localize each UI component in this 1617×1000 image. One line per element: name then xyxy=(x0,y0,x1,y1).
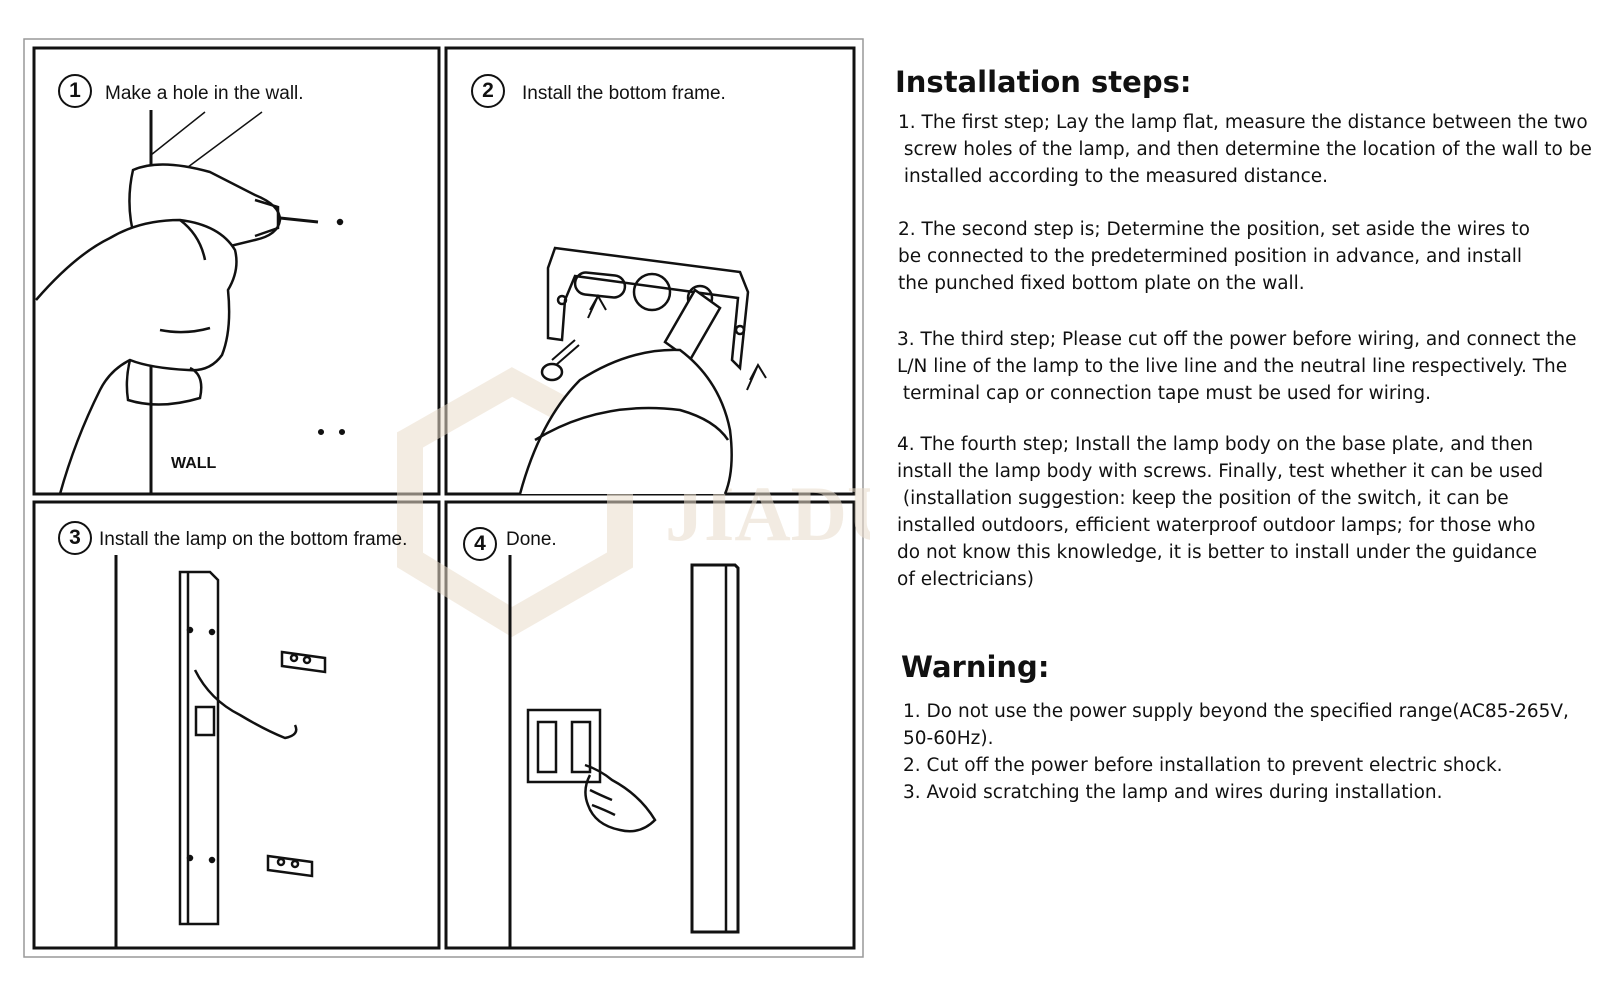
step-paragraph-3: 3. The third step; Please cut off the po… xyxy=(897,326,1577,407)
installation-heading: Installation steps: xyxy=(895,65,1191,99)
drill-illustration xyxy=(36,110,344,494)
paragraph-line: L/N line of the lamp to the live line an… xyxy=(897,353,1577,380)
step-3-label: Install the lamp on the bottom frame. xyxy=(99,529,407,551)
step-1-number: 1 xyxy=(58,74,92,108)
panel-3-frame xyxy=(34,502,439,948)
paragraph-line: install the lamp body with screws. Final… xyxy=(897,458,1543,485)
lamp-mount-illustration xyxy=(116,555,325,948)
panel-4-frame xyxy=(446,502,854,948)
step-1-label: Make a hole in the wall. xyxy=(105,83,304,105)
step-4-label: Done. xyxy=(506,529,557,551)
instructions-column: Installation steps: 1. The first step; L… xyxy=(895,0,1617,1000)
paragraph-line: 2. The second step is; Determine the pos… xyxy=(898,216,1530,243)
warning-item: 50-60Hz). xyxy=(903,725,1569,752)
step-2-label: Install the bottom frame. xyxy=(522,83,726,105)
warning-heading: Warning: xyxy=(901,650,1049,684)
paragraph-line: screw holes of the lamp, and then determ… xyxy=(898,136,1592,163)
step-3-number: 3 xyxy=(58,521,92,555)
warning-item: 1. Do not use the power supply beyond th… xyxy=(903,698,1569,725)
step-4-number: 4 xyxy=(463,527,497,561)
paragraph-line: the punched fixed bottom plate on the wa… xyxy=(898,270,1530,297)
paragraph-line: installed outdoors, efficient waterproof… xyxy=(897,512,1543,539)
warning-item: 3. Avoid scratching the lamp and wires d… xyxy=(903,779,1569,806)
paragraph-line: terminal cap or connection tape must be … xyxy=(897,380,1577,407)
step-paragraph-4: 4. The fourth step; Install the lamp bod… xyxy=(897,431,1543,593)
step-paragraph-2: 2. The second step is; Determine the pos… xyxy=(898,216,1530,297)
step-paragraph-1: 1. The first step; Lay the lamp flat, me… xyxy=(898,109,1592,190)
wall-label: WALL xyxy=(171,455,216,473)
installation-diagram: JIADUYUE xyxy=(0,0,870,1000)
warning-item: 2. Cut off the power before installation… xyxy=(903,752,1569,779)
paragraph-line: do not know this knowledge, it is better… xyxy=(897,539,1543,566)
paragraph-line: 4. The fourth step; Install the lamp bod… xyxy=(897,431,1543,458)
bracket-illustration xyxy=(520,248,766,494)
paragraph-line: 3. The third step; Please cut off the po… xyxy=(897,326,1577,353)
warning-list: 1. Do not use the power supply beyond th… xyxy=(903,698,1569,806)
diagram-artwork: JIADUYUE xyxy=(0,0,870,1000)
paragraph-line: be connected to the predetermined positi… xyxy=(898,243,1530,270)
paragraph-line: installed according to the measured dist… xyxy=(898,163,1592,190)
paragraph-line: of electricians) xyxy=(897,566,1543,593)
step-2-number: 2 xyxy=(471,74,505,108)
paragraph-line: (installation suggestion: keep the posit… xyxy=(897,485,1543,512)
paragraph-line: 1. The first step; Lay the lamp flat, me… xyxy=(898,109,1592,136)
